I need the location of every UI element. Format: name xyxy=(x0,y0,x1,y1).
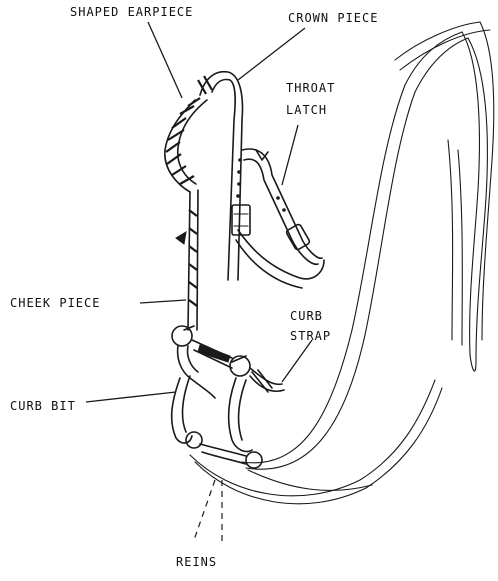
label-throat-latch-line2: LATCH xyxy=(286,104,327,117)
label-reins: REINS xyxy=(176,556,217,569)
label-curb-bit: CURB BIT xyxy=(10,400,76,413)
curb-bit-drawing xyxy=(172,326,284,468)
label-shaped-earpiece: SHAPED EARPIECE xyxy=(70,6,193,19)
label-curb-strap-line2: STRAP xyxy=(290,330,331,343)
label-cheek-piece: CHEEK PIECE xyxy=(10,297,100,310)
label-curb-strap-line1: CURB xyxy=(290,310,323,323)
label-throat-latch-line1: THROAT xyxy=(286,82,335,95)
label-crown-piece: CROWN PIECE xyxy=(288,12,378,25)
